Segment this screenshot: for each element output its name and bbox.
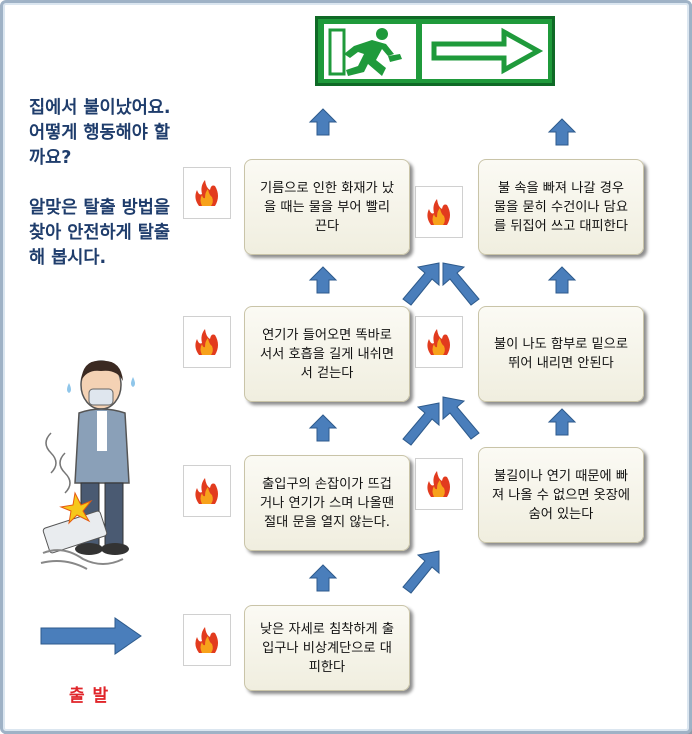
title-line: 집에서 불이났어요. — [29, 98, 171, 118]
fire-icon — [415, 458, 463, 510]
title-line: 어떻게 행동해야 할 — [29, 123, 170, 143]
exit-arrow-icon — [422, 24, 548, 79]
instruction-text: 집에서 불이났어요. 어떻게 행동해야 할 까요? 알맞은 탈출 방법을 찾아 … — [29, 96, 189, 271]
diagonal-arrow-icon — [402, 550, 440, 594]
up-arrow-icon — [308, 564, 338, 592]
step-box: 불이 나도 함부로 밑으로 뛰어 내리면 안된다 — [478, 306, 644, 402]
fire-icon — [183, 465, 231, 517]
up-arrow-icon — [308, 266, 338, 294]
start-arrow-icon — [40, 617, 142, 655]
up-arrow-icon — [547, 118, 577, 146]
title-line: 해 봅시다. — [29, 248, 107, 268]
title-line: 찾아 안전하게 탈출 — [29, 223, 170, 243]
step-text: 낮은 자세로 침착하게 출 입구나 비상계단으로 대 피한다 — [260, 621, 394, 675]
fire-icon — [415, 186, 463, 238]
step-box: 기름으로 인한 화재가 났 을 때는 물을 부어 빨리 끈다 — [244, 159, 410, 255]
fire-icon — [183, 316, 231, 368]
step-box: 불길이나 연기 때문에 빠 져 나올 수 없으면 옷장에 숨어 있는다 — [478, 447, 644, 543]
up-arrow-icon — [547, 408, 577, 436]
person-with-smoke-illustration — [39, 353, 169, 573]
step-text: 출입구의 손잡이가 뜨겁 거나 연기가 스며 나올땐 절대 문을 열지 않는다. — [260, 476, 394, 530]
step-text: 불 속을 빠져 나갈 경우 물을 묻히 수건이나 담요 를 뒤집어 쓰고 대피한… — [494, 180, 628, 234]
step-box: 출입구의 손잡이가 뜨겁 거나 연기가 스며 나올땐 절대 문을 열지 않는다. — [244, 455, 410, 551]
up-arrow-icon — [308, 108, 338, 136]
diagonal-arrow-icon — [402, 262, 440, 306]
step-box: 연기가 들어오면 똑바로 서서 호흡을 길게 내쉬면 서 걷는다 — [244, 306, 410, 402]
step-text: 불길이나 연기 때문에 빠 져 나올 수 없으면 옷장에 숨어 있는다 — [491, 468, 631, 522]
step-text: 기름으로 인한 화재가 났 을 때는 물을 부어 빨리 끈다 — [260, 180, 394, 234]
diagonal-arrow-icon — [442, 262, 480, 306]
title-line: 알맞은 탈출 방법을 — [29, 198, 170, 218]
title-line: 까요? — [29, 148, 72, 168]
running-man-icon — [324, 24, 416, 79]
up-arrow-icon — [547, 266, 577, 294]
up-arrow-icon — [308, 414, 338, 442]
fire-icon — [183, 614, 231, 666]
step-text: 연기가 들어오면 똑바로 서서 호흡을 길게 내쉬면 서 걷는다 — [260, 327, 394, 381]
fire-icon — [183, 167, 231, 219]
start-label: 출 발 — [69, 686, 110, 706]
step-box: 불 속을 빠져 나갈 경우 물을 묻히 수건이나 담요 를 뒤집어 쓰고 대피한… — [478, 159, 644, 255]
emergency-exit-sign — [315, 16, 555, 86]
fire-icon — [415, 316, 463, 368]
step-box: 낮은 자세로 침착하게 출 입구나 비상계단으로 대 피한다 — [244, 605, 410, 691]
diagonal-arrow-icon — [402, 402, 440, 446]
diagonal-arrow-icon — [442, 396, 480, 440]
step-text: 불이 나도 함부로 밑으로 뛰어 내리면 안된다 — [494, 337, 628, 371]
